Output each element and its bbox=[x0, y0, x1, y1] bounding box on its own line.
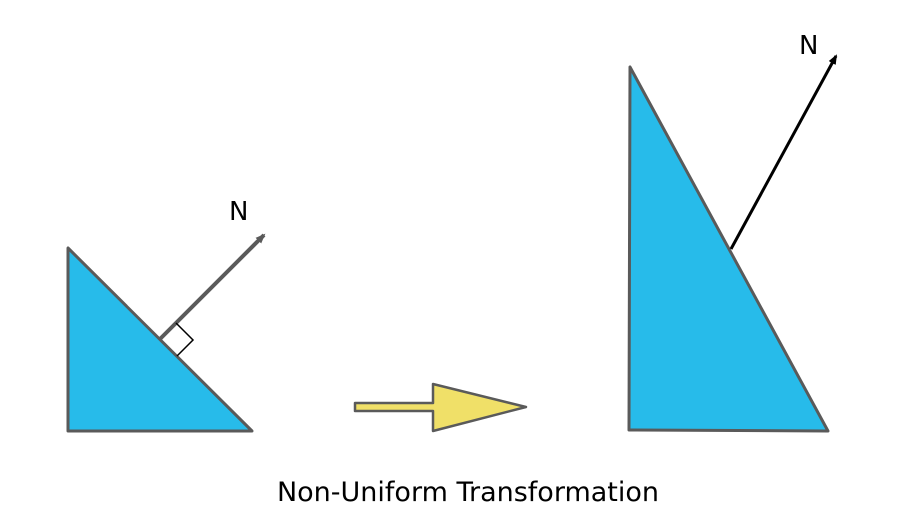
original-normal-vector bbox=[158, 233, 266, 341]
diagram-caption: Non-Uniform Transformation bbox=[277, 477, 659, 508]
right-angle-icon bbox=[175, 322, 195, 357]
original-triangle bbox=[66, 246, 254, 433]
transform-arrow-group bbox=[353, 382, 528, 433]
right-arrow-icon bbox=[353, 382, 528, 433]
transformed-normal-vector bbox=[729, 54, 838, 250]
original-normal-label: N bbox=[229, 197, 248, 227]
original-triangle-group: N bbox=[66, 197, 266, 433]
transformed-triangle-group: N bbox=[627, 31, 838, 433]
transformed-triangle bbox=[627, 65, 830, 433]
transformed-normal-label: N bbox=[799, 31, 818, 61]
